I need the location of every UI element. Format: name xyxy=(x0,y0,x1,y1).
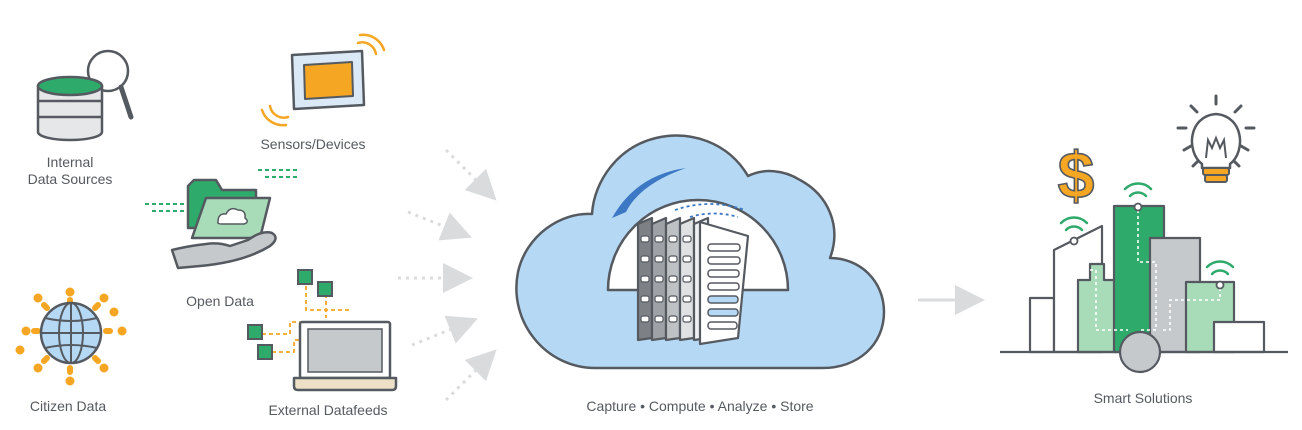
globe-people-icon xyxy=(15,287,127,386)
sensor-device-icon xyxy=(260,33,386,127)
sensors-devices-label: Sensors/Devices xyxy=(260,136,366,152)
citizen-data-label: Citizen Data xyxy=(29,398,107,414)
external-datafeeds-label: External Datafeeds xyxy=(268,402,388,418)
smart-city-icon: $ xyxy=(1000,94,1288,374)
internal-data-label-line1: Internal xyxy=(46,154,94,170)
cloud-caption: Capture • Compute • Analyze • Store xyxy=(586,398,814,414)
internal-data-label: Internal Data Sources xyxy=(10,154,130,188)
folder-hand-icon xyxy=(145,169,300,270)
dollar-sign-icon: $ xyxy=(1058,138,1095,212)
laptop-feeds-icon xyxy=(247,269,398,392)
open-data-label: Open Data xyxy=(186,293,254,309)
inbound-arrows xyxy=(398,148,497,402)
lightbulb-icon xyxy=(1176,94,1256,183)
internal-data-label-line2: Data Sources xyxy=(27,171,113,187)
cloud-server-icon xyxy=(515,134,886,370)
smart-solutions-label: Smart Solutions xyxy=(1093,390,1193,406)
database-search-icon xyxy=(36,49,134,142)
